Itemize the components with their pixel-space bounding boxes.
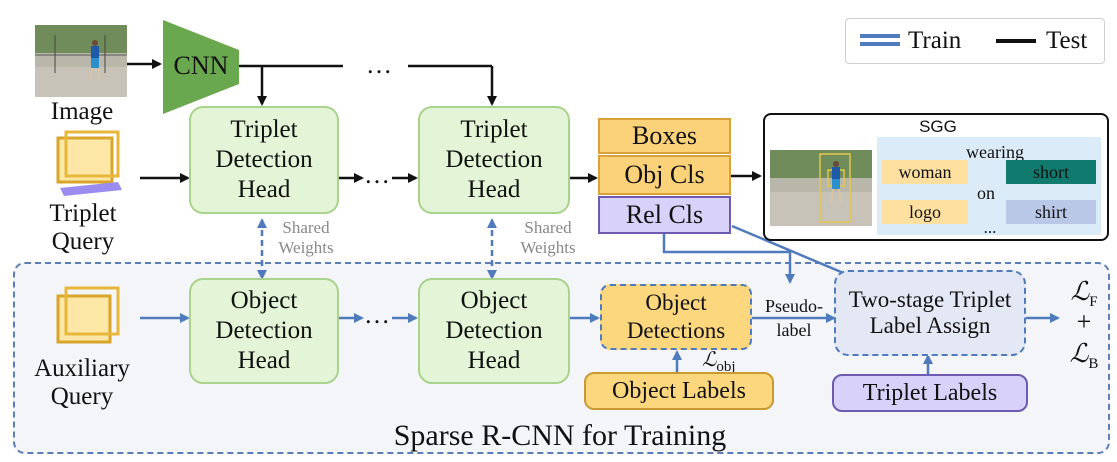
sgg-more: ... (983, 218, 997, 237)
triplet-query-icon (56, 130, 122, 196)
rel-cls-output: Rel Cls (598, 196, 731, 234)
sgg-subject-2: logo (882, 200, 968, 224)
train-line-icon (860, 34, 900, 46)
mid-ellipsis-bottom: … (364, 300, 390, 329)
triplet-detection-head-2: Triplet Detection Head (418, 106, 570, 214)
sgg-object-2: shirt (1006, 200, 1096, 224)
sgg-image (770, 150, 872, 226)
obj-cls-output: Obj Cls (598, 155, 731, 195)
sgg-title: SGG (919, 117, 957, 136)
pseudo-label-text: Pseudo-label (765, 296, 823, 340)
legend: Train Test (845, 18, 1105, 64)
loss-obj: ℒobj (702, 349, 736, 375)
region-title: Sparse R-CNN for Training (393, 419, 727, 452)
legend-train-label: Train (908, 27, 962, 54)
two-stage-assign-box: Two-stage Triplet Label Assign (834, 270, 1026, 356)
loss-b: ℒB (1069, 339, 1099, 373)
sgg-object-1: short (1006, 160, 1096, 184)
auxiliary-query-icon (56, 286, 120, 344)
loss-plus: + (1076, 307, 1092, 336)
shared-weights-label-2: Shared Weights (520, 218, 576, 257)
object-head-label: Object Detection Head (445, 287, 543, 374)
image-label: Image (50, 98, 114, 125)
object-labels-box: Object Labels (584, 372, 774, 410)
boxes-output: Boxes (598, 118, 731, 154)
object-detection-head-1: Object Detection Head (189, 278, 339, 384)
triplet-labels-box: Triplet Labels (832, 374, 1028, 412)
triplet-query-label: Triplet Query (49, 200, 117, 255)
loss-f-subscript: F (1089, 294, 1098, 311)
loss-b-subscript: B (1088, 356, 1099, 373)
object-detections-label: Object Detections (626, 290, 726, 343)
triplet-head-label: Triplet Detection Head (215, 116, 313, 203)
object-detection-head-2: Object Detection Head (418, 278, 570, 384)
assign-label: Two-stage Triplet Label Assign (848, 287, 1012, 338)
loss-obj-subscript: obj (716, 359, 736, 375)
object-head-label: Object Detection Head (215, 287, 313, 374)
input-image (35, 25, 127, 97)
cnn-block (163, 20, 239, 114)
test-line-icon (996, 39, 1036, 43)
object-detections-box: Object Detections (600, 284, 752, 350)
auxiliary-query-label: Auxiliary Query (34, 355, 130, 410)
sgg-predicate-1: wearing (966, 142, 1024, 162)
shared-weights-label-1: Shared Weights (278, 218, 334, 257)
loss-f: ℒF (1070, 277, 1098, 311)
sgg-predicate-2: on (977, 183, 995, 203)
sgg-subject-1: woman (882, 160, 968, 184)
triplet-head-label: Triplet Detection Head (445, 116, 543, 203)
triplet-detection-head-1: Triplet Detection Head (189, 106, 339, 214)
top-ellipsis: … (366, 50, 392, 79)
legend-test-label: Test (1046, 27, 1088, 54)
mid-ellipsis-top: … (364, 160, 390, 189)
cnn-label: CNN (173, 51, 229, 80)
